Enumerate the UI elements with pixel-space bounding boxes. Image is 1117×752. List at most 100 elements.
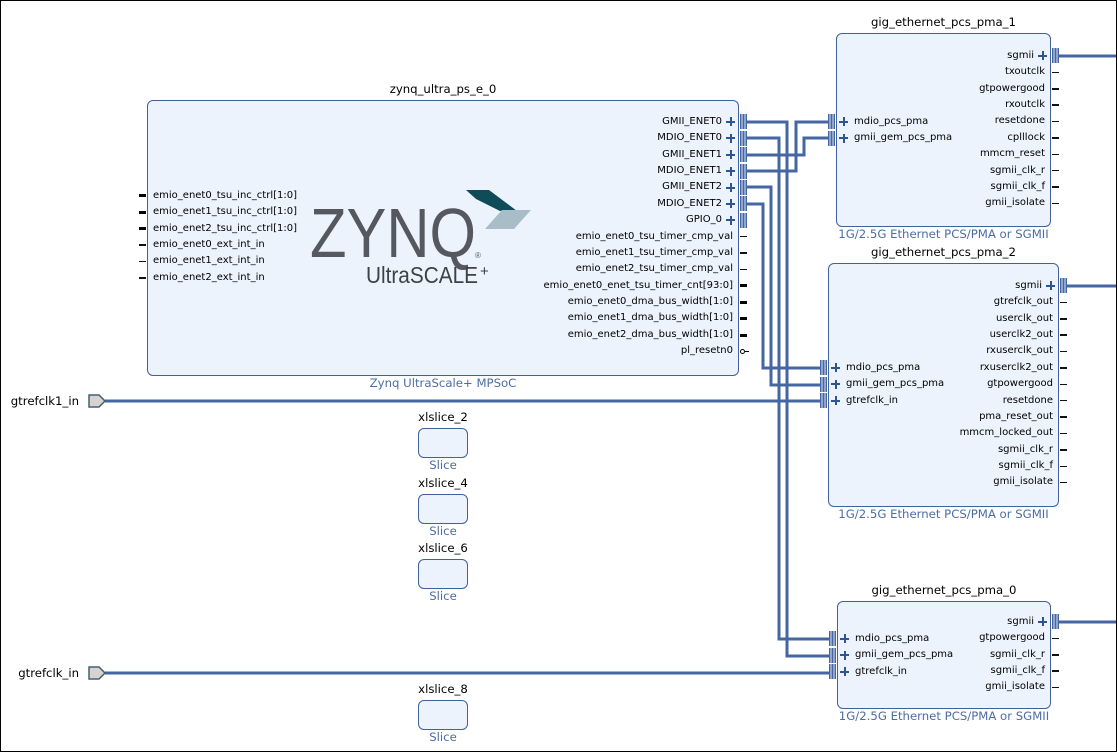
expand-plus-icon[interactable] xyxy=(725,149,736,160)
bus-pin-icon[interactable] xyxy=(740,300,747,304)
wire-pin-icon[interactable] xyxy=(1060,367,1067,369)
wire-pin-icon[interactable] xyxy=(1060,481,1067,484)
net-gmii-enet2[interactable] xyxy=(747,185,820,387)
wire-pin-icon[interactable] xyxy=(1052,186,1059,188)
port-gtpowergood[interactable]: gtpowergood xyxy=(960,376,1067,392)
interface-pin-icon[interactable] xyxy=(829,664,836,680)
port-resetdone[interactable]: resetdone xyxy=(979,113,1059,129)
wire-pin-icon[interactable] xyxy=(1052,169,1059,172)
wire-pin-icon[interactable] xyxy=(1060,334,1067,336)
port-sgmii-clk-f[interactable]: sgmii_clk_f xyxy=(960,458,1067,474)
wire-pin-icon[interactable] xyxy=(139,260,146,263)
wire-pin-icon[interactable] xyxy=(139,277,146,279)
port-gmii-isolate[interactable]: gmii_isolate xyxy=(960,474,1067,490)
port-emio-enet1-dma-bus-width[interactable]: emio_enet1_dma_bus_width[1:0] xyxy=(544,310,747,326)
wire-pin-icon[interactable] xyxy=(1052,137,1059,139)
expand-plus-icon[interactable] xyxy=(725,133,736,144)
wire-pin-icon[interactable] xyxy=(1060,465,1067,468)
port-emio-enet0-dma-bus-width[interactable]: emio_enet0_dma_bus_width[1:0] xyxy=(544,294,747,310)
wire-pin-icon[interactable] xyxy=(740,268,747,271)
interface-pin-icon[interactable] xyxy=(820,376,827,392)
port-rxoutclk[interactable]: rxoutclk xyxy=(979,97,1059,113)
port-gtrefclk-in[interactable]: gtrefclk_in xyxy=(820,393,944,409)
port-sgmii-clk-f[interactable]: sgmii_clk_f xyxy=(979,663,1059,679)
expand-plus-icon[interactable] xyxy=(725,166,736,177)
interface-pin-icon[interactable] xyxy=(1052,48,1059,64)
wire-pin-icon[interactable] xyxy=(1052,202,1059,205)
port-mmcm-reset[interactable]: mmcm_reset xyxy=(979,146,1059,162)
port-gtrefclk-in[interactable]: gtrefclk_in xyxy=(829,664,953,680)
wire-pin-icon[interactable] xyxy=(1052,88,1059,90)
port-sgmii-clk-r[interactable]: sgmii_clk_r xyxy=(979,163,1059,179)
port-mmcm-locked-out[interactable]: mmcm_locked_out xyxy=(960,425,1067,441)
interface-pin-icon[interactable] xyxy=(829,631,836,647)
wire-pin-icon[interactable] xyxy=(1060,383,1067,386)
wire-pin-icon[interactable] xyxy=(1052,670,1059,672)
expand-plus-icon[interactable] xyxy=(725,182,736,193)
port-sgmii[interactable]: sgmii xyxy=(979,614,1059,630)
port-gtpowergood[interactable]: gtpowergood xyxy=(979,630,1059,646)
bus-pin-icon[interactable] xyxy=(740,317,747,321)
port-gmii-gem-pcs-pma[interactable]: gmii_gem_pcs_pma xyxy=(828,130,952,146)
wire-pin-icon[interactable] xyxy=(1052,153,1059,156)
bus-pin-icon[interactable] xyxy=(139,227,146,231)
port-gmii-enet1[interactable]: GMII_ENET1 xyxy=(544,147,747,163)
port-mdio-pcs-pma[interactable]: mdio_pcs_pma xyxy=(820,360,944,376)
port-rxuserclk2-out[interactable]: rxuserclk2_out xyxy=(960,360,1067,376)
port-emio-enet2-dma-bus-width[interactable]: emio_enet2_dma_bus_width[1:0] xyxy=(544,327,747,343)
port-sgmii-clk-r[interactable]: sgmii_clk_r xyxy=(960,442,1067,458)
port-emio-enet0-tsu-timer-cmp-val[interactable]: emio_enet0_tsu_timer_cmp_val xyxy=(544,229,747,245)
port-sgmii[interactable]: sgmii xyxy=(979,48,1059,64)
wire-pin-icon[interactable] xyxy=(1052,71,1059,74)
port-emio-enet2-tsu-inc-ctrl[interactable]: emio_enet2_tsu_inc_ctrl[1:0] xyxy=(139,221,297,237)
bus-pin-icon[interactable] xyxy=(740,333,747,337)
port-mdio-pcs-pma[interactable]: mdio_pcs_pma xyxy=(828,114,952,130)
reset-pin-icon[interactable] xyxy=(740,348,749,354)
port-rxuserclk-out[interactable]: rxuserclk_out xyxy=(960,343,1067,359)
wire-pin-icon[interactable] xyxy=(1060,449,1067,451)
port-resetdone[interactable]: resetdone xyxy=(960,393,1067,409)
expand-plus-icon[interactable] xyxy=(838,133,849,144)
net-mdio-enet2[interactable] xyxy=(747,202,820,370)
port-pma-reset-out[interactable]: pma_reset_out xyxy=(960,409,1067,425)
net-mdio-enet0[interactable] xyxy=(747,136,829,641)
expand-plus-icon[interactable] xyxy=(830,395,841,406)
port-gtpowergood[interactable]: gtpowergood xyxy=(979,81,1059,97)
expand-plus-icon[interactable] xyxy=(830,379,841,390)
port-emio-enet2-ext-int-in[interactable]: emio_enet2_ext_int_in xyxy=(139,270,297,286)
expand-plus-icon[interactable] xyxy=(839,650,850,661)
expand-plus-icon[interactable] xyxy=(725,116,736,127)
expand-plus-icon[interactable] xyxy=(725,215,736,226)
interface-pin-icon[interactable] xyxy=(820,360,827,376)
port-gpio-0[interactable]: GPIO_0 xyxy=(544,212,747,228)
interface-pin-icon[interactable] xyxy=(829,647,836,663)
block-xlslice-2[interactable]: xlslice_2 Slice xyxy=(418,410,468,472)
port-gmii-enet0[interactable]: GMII_ENET0 xyxy=(544,114,747,130)
port-mdio-enet2[interactable]: MDIO_ENET2 xyxy=(544,196,747,212)
wire-pin-icon[interactable] xyxy=(1052,654,1059,656)
wire-pin-icon[interactable] xyxy=(1052,637,1059,640)
input-port-icon[interactable] xyxy=(88,394,107,408)
block-xlslice-8[interactable]: xlslice_8 Slice xyxy=(418,682,468,744)
bus-pin-icon[interactable] xyxy=(740,284,747,288)
wire-pin-icon[interactable] xyxy=(1052,120,1059,123)
interface-pin-icon[interactable] xyxy=(828,130,835,146)
wire-pin-icon[interactable] xyxy=(740,235,747,238)
net-mdio-enet1[interactable] xyxy=(747,120,828,173)
port-gmii-gem-pcs-pma[interactable]: gmii_gem_pcs_pma xyxy=(829,647,953,663)
wire-pin-icon[interactable] xyxy=(139,244,146,246)
port-gtrefclk-out[interactable]: gtrefclk_out xyxy=(960,294,1067,310)
interface-pin-icon[interactable] xyxy=(820,393,827,409)
expand-plus-icon[interactable] xyxy=(1037,50,1048,61)
port-userclk2-out[interactable]: userclk2_out xyxy=(960,327,1067,343)
port-txoutclk[interactable]: txoutclk xyxy=(979,64,1059,80)
block-xlslice-6[interactable]: xlslice_6 Slice xyxy=(418,541,468,603)
net-gmii-enet0[interactable] xyxy=(747,120,829,658)
wire-pin-icon[interactable] xyxy=(1060,399,1067,402)
port-gmii-isolate[interactable]: gmii_isolate xyxy=(979,195,1059,211)
port-mdio-pcs-pma[interactable]: mdio_pcs_pma xyxy=(829,631,953,647)
expand-plus-icon[interactable] xyxy=(839,666,850,677)
interface-pin-icon[interactable] xyxy=(740,130,747,146)
block-gig-ethernet-pcs-pma-2[interactable]: gig_ethernet_pcs_pma_2 1G/2.5G Ethernet … xyxy=(820,245,1067,521)
net-gmii-enet1[interactable] xyxy=(747,136,828,157)
